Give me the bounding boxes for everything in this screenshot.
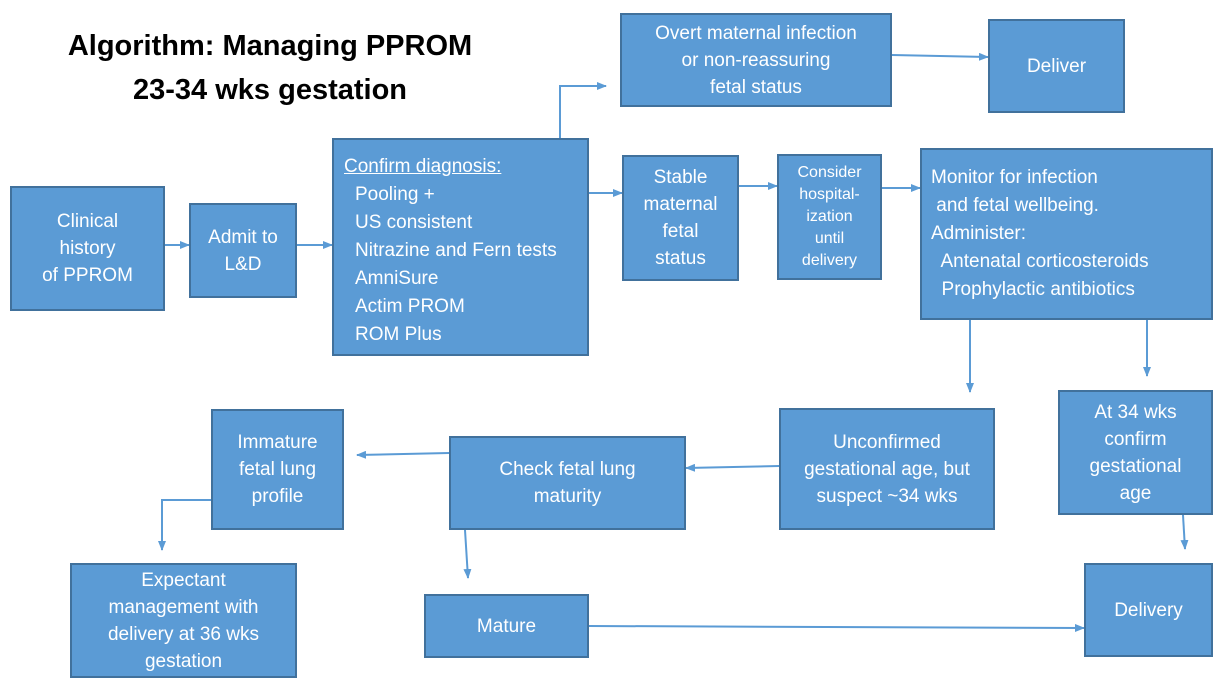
- arrow-overt-to-deliver: [891, 52, 989, 61]
- immature-profile-box: Immature fetal lung profile: [211, 409, 344, 530]
- consider-line-3: ization: [806, 208, 853, 225]
- consider-line-2: hospital-: [799, 186, 860, 203]
- arrow-at34-to-delivery: [1180, 514, 1189, 550]
- admit-line-1: Admit to: [208, 226, 278, 248]
- deliver-box: Deliver: [988, 19, 1125, 113]
- stable-line-2: maternal: [643, 194, 718, 215]
- consider-hospitalization-box: Consider hospital- ization until deliver…: [777, 154, 882, 280]
- at-34-wks-box: At 34 wks confirm gestational age: [1058, 390, 1213, 515]
- monitor-line-5: Prophylactic antibiotics: [931, 279, 1135, 300]
- stable-line-1: Stable: [653, 167, 708, 188]
- arrow-check-to-immature: [356, 450, 450, 459]
- unconfirmed-age-box: Unconfirmed gestational age, but suspect…: [779, 408, 995, 530]
- expectant-line-4: gestation: [144, 650, 223, 672]
- consider-line-1: Consider: [797, 164, 862, 181]
- at34-line-2: confirm: [1104, 428, 1167, 450]
- delivery-box: Delivery: [1084, 563, 1213, 657]
- confirm-item: Pooling +: [355, 184, 435, 205]
- overt-line-2: or non-reassuring: [681, 49, 831, 71]
- consider-line-4: until: [814, 230, 845, 247]
- deliver-label: Deliver: [1026, 55, 1087, 77]
- confirm-item: ROM Plus: [355, 324, 442, 345]
- immature-line-2: fetal lung: [238, 459, 317, 480]
- unconfirmed-line-3: suspect ~34 wks: [816, 485, 958, 507]
- check-line-2: maturity: [533, 486, 602, 507]
- clinical-history-box: Clinical history of PPROM: [10, 186, 165, 311]
- mature-box: Mature: [424, 594, 589, 658]
- expectant-line-2: management with: [108, 596, 259, 618]
- monitor-line-3: Administer:: [931, 223, 1027, 244]
- confirm-item: AmniSure: [355, 268, 439, 289]
- mature-label: Mature: [476, 615, 537, 637]
- delivery-label: Delivery: [1114, 599, 1183, 621]
- monitor-line-1: Monitor for infection: [931, 167, 1098, 188]
- arrow-immature-to-expectant: [158, 499, 211, 551]
- check-line-1: Check fetal lung: [499, 459, 636, 480]
- at34-line-1: At 34 wks: [1094, 401, 1177, 423]
- stable-line-4: status: [655, 248, 706, 269]
- stable-status-box: Stable maternal fetal status: [622, 155, 739, 281]
- clinical-line-3: of PPROM: [42, 265, 133, 286]
- arrow-check-to-mature: [463, 529, 472, 579]
- immature-line-3: profile: [251, 486, 304, 507]
- confirm-item: US consistent: [355, 212, 473, 233]
- arrow-mature-to-delivery: [588, 623, 1085, 632]
- arrow-unconfirmed-to-check: [685, 463, 780, 472]
- clinical-line-1: Clinical: [56, 211, 119, 232]
- immature-line-1: Immature: [237, 432, 318, 453]
- title-line-2: 23-34 wks gestation: [133, 74, 407, 106]
- monitor-line-2: and fetal wellbeing.: [931, 195, 1099, 216]
- arrow-confirm-to-overt: [559, 82, 607, 138]
- confirm-item: Nitrazine and Fern tests: [355, 240, 557, 261]
- confirm-heading: Confirm diagnosis:: [344, 156, 502, 177]
- unconfirmed-line-1: Unconfirmed: [833, 431, 941, 453]
- confirm-item: Actim PROM: [355, 296, 465, 317]
- admit-line-2: L&D: [224, 253, 262, 275]
- expectant-line-1: Expectant: [141, 569, 226, 591]
- overt-line-3: fetal status: [710, 76, 802, 98]
- check-lung-maturity-box: Check fetal lung maturity: [449, 436, 686, 530]
- confirm-diagnosis-box: Confirm diagnosis: Pooling + US consiste…: [332, 138, 589, 356]
- clinical-line-2: history: [59, 238, 116, 259]
- expectant-management-box: Expectant management with delivery at 36…: [70, 563, 297, 678]
- expectant-line-3: delivery at 36 wks: [107, 623, 259, 645]
- diagram-title: Algorithm: Managing PPROM 23-34 wks gest…: [30, 24, 510, 112]
- overt-infection-box: Overt maternal infection or non-reassuri…: [620, 13, 892, 107]
- monitor-box: Monitor for infection and fetal wellbein…: [920, 148, 1213, 320]
- stable-line-3: fetal: [662, 221, 699, 242]
- at34-line-3: gestational: [1089, 455, 1182, 477]
- at34-line-4: age: [1119, 482, 1152, 504]
- title-line-1: Algorithm: Managing PPROM: [67, 30, 473, 62]
- unconfirmed-line-2: gestational age, but: [804, 458, 970, 480]
- monitor-line-4: Antenatal corticosteroids: [931, 251, 1149, 272]
- consider-line-5: delivery: [801, 252, 858, 269]
- overt-line-1: Overt maternal infection: [655, 22, 857, 44]
- admit-box: Admit to L&D: [189, 203, 297, 298]
